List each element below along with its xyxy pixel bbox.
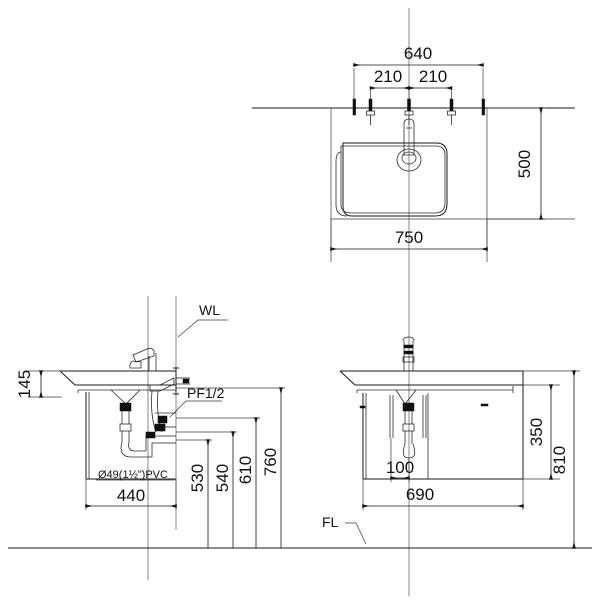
side-elevation-view: WL PF1/2 Ø49(1½")PVC 145 440 — [15, 296, 285, 548]
front-waste-trap — [389, 389, 427, 459]
label-pf: PF1/2 — [187, 385, 225, 401]
dimension-side-440: 440 — [85, 479, 177, 510]
dimension-front-100: 100 — [386, 438, 414, 482]
plan-hanger-bolt — [447, 98, 456, 125]
side-waste-trap — [110, 389, 176, 458]
side-label-pf: PF1/2 — [169, 385, 225, 418]
plan-view: 640 210 210 750 500 — [252, 44, 575, 262]
dimension-front-350: 350 — [523, 384, 560, 480]
dim-label-210-right: 210 — [419, 67, 447, 86]
dim-label-760: 760 — [261, 448, 280, 476]
dimension-plan-500: 500 — [487, 107, 546, 220]
front-counter-slab — [340, 371, 523, 479]
front-label-fl: FL — [322, 514, 367, 545]
side-basin-section — [60, 371, 176, 393]
front-elevation-view: 100 690 350 810 FL — [322, 336, 580, 549]
side-label-pvc: Ø49(1½")PVC — [96, 469, 175, 481]
dimension-front-810: 810 — [523, 370, 580, 549]
dim-label-440: 440 — [117, 486, 145, 505]
dim-label-350: 350 — [527, 418, 546, 446]
front-cabinet-body — [359, 393, 523, 479]
dim-label-100: 100 — [386, 458, 414, 477]
dim-label-810: 810 — [550, 446, 569, 474]
side-wall-marker — [173, 368, 179, 394]
dim-label-690: 690 — [406, 485, 434, 504]
dim-label-610: 610 — [236, 456, 255, 484]
plan-faucet — [396, 118, 422, 172]
front-faucet — [402, 336, 415, 371]
dimension-plan-640: 640 — [353, 44, 484, 100]
plan-basin-outline — [335, 143, 447, 216]
plan-wall-hangers — [352, 98, 485, 125]
dim-label-145: 145 — [15, 370, 34, 398]
label-pvc: Ø49(1½")PVC — [98, 469, 168, 481]
dim-label-640: 640 — [404, 44, 432, 63]
dimension-plan-210-pair: 210 210 — [369, 67, 453, 100]
label-wl: WL — [199, 302, 220, 318]
dimension-front-690: 690 — [362, 479, 524, 510]
dimension-side-145: 145 — [15, 370, 62, 398]
dim-label-210-left: 210 — [374, 67, 402, 86]
plan-hanger-bolt — [366, 98, 375, 125]
dim-label-500: 500 — [515, 150, 534, 178]
dim-label-540: 540 — [213, 464, 232, 492]
side-label-wl: WL — [177, 302, 228, 338]
side-cabinet-body — [86, 392, 176, 479]
label-fl: FL — [322, 514, 339, 530]
dimension-side-vertical-stack: 530 540 610 760 — [176, 387, 285, 548]
dim-label-530: 530 — [188, 464, 207, 492]
dim-label-750: 750 — [395, 228, 423, 247]
global-centerlines — [147, 8, 410, 596]
dimension-plan-750: 750 — [330, 219, 488, 252]
